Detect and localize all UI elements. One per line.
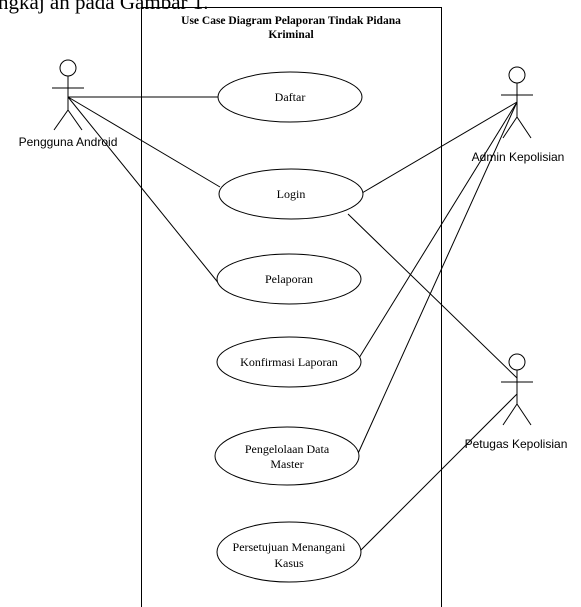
line-pengguna-pelaporan [67,96,221,286]
system-title-line2: Kriminal [268,29,313,41]
actor-pengguna-head [59,59,77,77]
use-case-persetujuan-menangani-kasus: Persetujuan Menangani Kasus [216,521,362,583]
line-petugas-persetujuan [359,393,518,552]
use-case-daftar: Daftar [217,71,363,123]
top-caption: ngkaj an pada Gambar 1. [0,0,209,14]
line-admin-pengelolaan [355,101,518,459]
actor-admin-head [508,66,526,84]
use-case-pengelolaan-label-line2: Master [270,457,303,471]
actor-admin-kepolisian: Admin Kepolisian [472,66,565,164]
use-case-daftar-label: Daftar [275,90,306,104]
use-case-persetujuan-label-line2: Kasus [274,556,304,570]
actor-petugas-kepolisian: Petugas Kepolisian [465,353,568,451]
actor-pengguna-label: Pengguna Android [19,135,118,149]
line-login-petugas [347,213,518,379]
line-admin-konfirmasi [358,101,518,359]
use-case-persetujuan-label-line1: Persetujuan Menangani [233,540,347,554]
line-admin-login [361,101,518,194]
association-lines [67,96,518,552]
use-case-pelaporan-label: Pelaporan [265,272,313,286]
use-case-login: Login [218,168,364,220]
use-case-pengelolaan-data-master: Pengelolaan Data Master [214,426,360,486]
use-case-login-label: Login [277,187,306,201]
use-case-pelaporan: Pelaporan [216,253,362,305]
use-case-konfirmasi-label: Konfirmasi Laporan [240,355,338,369]
actor-petugas-head [508,353,526,371]
use-case-pengelolaan-label-line1: Pengelolaan Data [245,442,330,456]
line-pengguna-login [67,96,221,188]
actor-petugas-label: Petugas Kepolisian [465,437,568,451]
system-title-line1: Use Case Diagram Pelaporan Tindak Pidana [181,15,401,27]
system-boundary [141,7,442,607]
actor-pengguna-android: Pengguna Android [19,59,118,149]
use-case-konfirmasi-laporan: Konfirmasi Laporan [216,336,362,388]
actor-admin-label: Admin Kepolisian [472,150,565,164]
